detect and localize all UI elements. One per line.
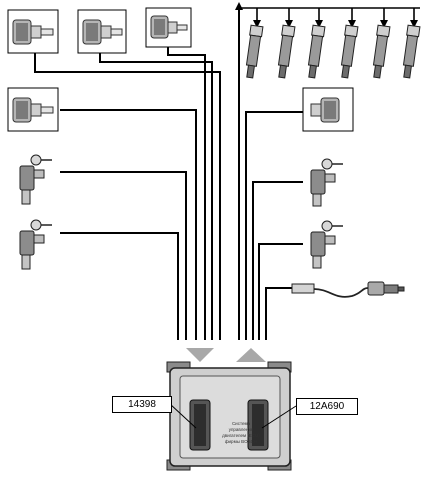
left-sensor-3: [19, 219, 52, 270]
left-sensor-2: [19, 154, 52, 205]
ecu-caption: Система управления двигателем (ECU) фирм…: [222, 421, 260, 444]
wire-left-sensor-1: [60, 109, 197, 340]
wire-right-sensor-1: [245, 111, 303, 340]
wire-top-sensor-1: [34, 53, 221, 340]
left-wire-bundle: [34, 47, 221, 340]
injectors: [245, 24, 421, 79]
top-sensor-1: [7, 9, 59, 54]
injector-2: [277, 24, 296, 79]
output-arrow-icon: [236, 348, 266, 362]
wire-right-sensor-2: [252, 181, 303, 340]
callout-leaders: [169, 403, 297, 429]
injector-5: [372, 24, 391, 79]
lambda-probe: [291, 281, 405, 298]
right-sensor-3: [310, 220, 343, 269]
wire-left-sensor-2: [60, 171, 187, 340]
callout-right-part-number: 12A690: [296, 398, 358, 415]
right-sensor-2: [310, 158, 343, 207]
injector-bus: [235, 2, 420, 28]
wire-right-sensor-3: [258, 243, 303, 340]
injector-3: [307, 24, 326, 79]
input-arrow-icon: [186, 348, 214, 362]
callout-left-part-number: 14398: [112, 396, 172, 413]
injector-4: [340, 24, 359, 79]
right-sensor-1: [302, 87, 354, 132]
wire-left-sensor-3: [60, 232, 179, 340]
injector-6: [402, 24, 421, 79]
right-wire-bundle: [238, 8, 303, 340]
wire-lambda-probe: [265, 287, 292, 340]
top-sensor-3: [145, 7, 192, 48]
ecu-unit: [166, 361, 292, 471]
left-sensor-1: [7, 87, 59, 132]
wire-top-sensor-3: [167, 47, 206, 340]
top-sensor-2: [77, 9, 127, 54]
injector-1: [245, 24, 264, 79]
wire-top-sensor-2: [99, 53, 213, 340]
